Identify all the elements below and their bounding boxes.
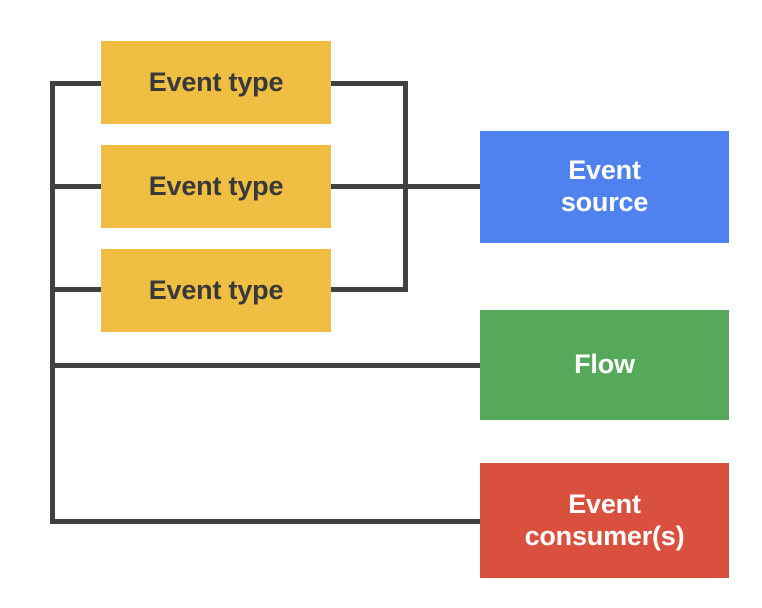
node-event-source-label: Event source — [560, 155, 649, 217]
node-event-source[interactable]: Event source — [480, 131, 729, 243]
node-event-type-3-label: Event type — [148, 274, 284, 305]
node-event-type-1-label: Event type — [148, 66, 284, 97]
node-event-type-2-label: Event type — [148, 170, 284, 201]
node-flow-label: Flow — [574, 349, 635, 380]
node-event-type-1[interactable]: Event type — [101, 41, 331, 124]
node-event-type-3[interactable]: Event type — [101, 249, 331, 332]
node-event-type-2[interactable]: Event type — [101, 145, 331, 228]
node-event-consumer-label: Event consumer(s) — [524, 488, 685, 551]
node-event-consumer[interactable]: Event consumer(s) — [480, 463, 729, 578]
node-flow[interactable]: Flow — [480, 310, 729, 420]
